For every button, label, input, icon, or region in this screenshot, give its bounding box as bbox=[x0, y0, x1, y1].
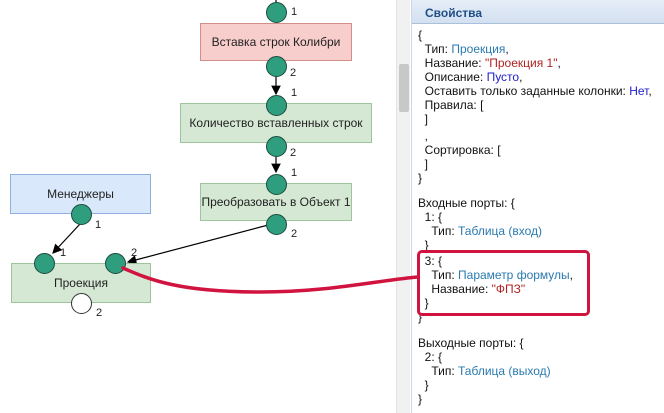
insert-output-port-label: 2 bbox=[290, 67, 297, 79]
props-type: Тип: Проекция, bbox=[418, 42, 509, 56]
props-line: ] bbox=[418, 157, 429, 171]
node-convert-object-label: Преобразовать в Объект 1 bbox=[201, 195, 351, 209]
convert-input-port[interactable] bbox=[266, 174, 287, 195]
highlight-box bbox=[417, 250, 590, 316]
props-keep-columns: Оставить только заданные колонки: Нет, bbox=[418, 84, 652, 98]
convert-output-port[interactable] bbox=[266, 214, 287, 235]
scrollbar-thumb[interactable] bbox=[399, 64, 409, 112]
props-input-ports: Входные порты: { bbox=[418, 196, 515, 210]
properties-panel-title: Свойства bbox=[425, 6, 483, 20]
projection-input-port-3-label: 2 bbox=[131, 247, 138, 259]
node-insert-rows[interactable]: Вставка строк Колибри bbox=[200, 23, 352, 61]
props-line: ] bbox=[418, 112, 429, 126]
props-line: } bbox=[418, 238, 429, 252]
props-output-2-type: Тип: Таблица (выход) bbox=[418, 364, 551, 378]
insert-input-port-label: 1 bbox=[291, 6, 298, 18]
props-line: } bbox=[418, 378, 429, 392]
props-sorting: Сортировка: [ bbox=[418, 143, 501, 157]
node-insert-rows-label: Вставка строк Колибри bbox=[211, 35, 341, 49]
connectors-layer bbox=[52, 0, 281, 265]
projection-output-port[interactable] bbox=[71, 293, 92, 314]
props-line: 1: { bbox=[418, 210, 443, 224]
projection-output-port-label: 2 bbox=[96, 307, 103, 319]
edge-managers-projection[interactable] bbox=[52, 223, 81, 254]
edge-convert-projection[interactable] bbox=[126, 223, 273, 265]
properties-panel: Свойства { Тип: Проекция, Название: "Про… bbox=[411, 0, 664, 413]
props-description: Описание: Пусто, bbox=[418, 70, 523, 84]
managers-output-port-label: 1 bbox=[95, 219, 102, 231]
props-input-3: 3: { bbox=[418, 254, 443, 268]
managers-output-port[interactable] bbox=[71, 204, 92, 225]
props-line: , bbox=[418, 129, 429, 143]
props-line: } bbox=[418, 310, 423, 324]
properties-panel-header: Свойства bbox=[412, 0, 664, 24]
props-name: Название: "Проекция 1", bbox=[418, 56, 561, 70]
projection-input-port-1-label: 1 bbox=[60, 247, 67, 259]
props-output-ports: Выходные порты: { bbox=[418, 336, 524, 350]
props-line: } bbox=[418, 392, 423, 406]
node-managers-label: Менеджеры bbox=[47, 187, 114, 201]
props-input-1-type: Тип: Таблица (вход) bbox=[418, 224, 543, 238]
props-input-3-type: Тип: Параметр формулы, bbox=[418, 268, 574, 282]
count-output-port-label: 2 bbox=[290, 147, 297, 159]
props-line: } bbox=[418, 171, 423, 185]
projection-input-port-3[interactable] bbox=[105, 253, 126, 274]
count-output-port[interactable] bbox=[266, 136, 287, 157]
node-projection-label: Проекция bbox=[54, 276, 108, 290]
props-input-3-name: Название: "ФПЗ" bbox=[418, 282, 526, 296]
convert-output-port-label: 2 bbox=[291, 228, 298, 240]
diagram-canvas[interactable]: Вставка строк Колибри 1 2 Количество вст… bbox=[0, 0, 395, 413]
count-input-port[interactable] bbox=[266, 95, 287, 116]
convert-input-port-label: 1 bbox=[291, 167, 298, 179]
projection-input-port-1[interactable] bbox=[34, 253, 55, 274]
insert-input-port[interactable] bbox=[266, 2, 287, 23]
props-rules: Правила: [ bbox=[418, 98, 484, 112]
props-line: } bbox=[418, 296, 429, 310]
props-line: 2: { bbox=[418, 350, 443, 364]
count-input-port-label: 1 bbox=[291, 87, 298, 99]
node-count-rows-label: Количество вставленных строк bbox=[189, 116, 363, 130]
insert-output-port[interactable] bbox=[266, 56, 287, 77]
canvas-scrollbar[interactable] bbox=[396, 0, 410, 413]
props-line: { bbox=[418, 28, 423, 42]
